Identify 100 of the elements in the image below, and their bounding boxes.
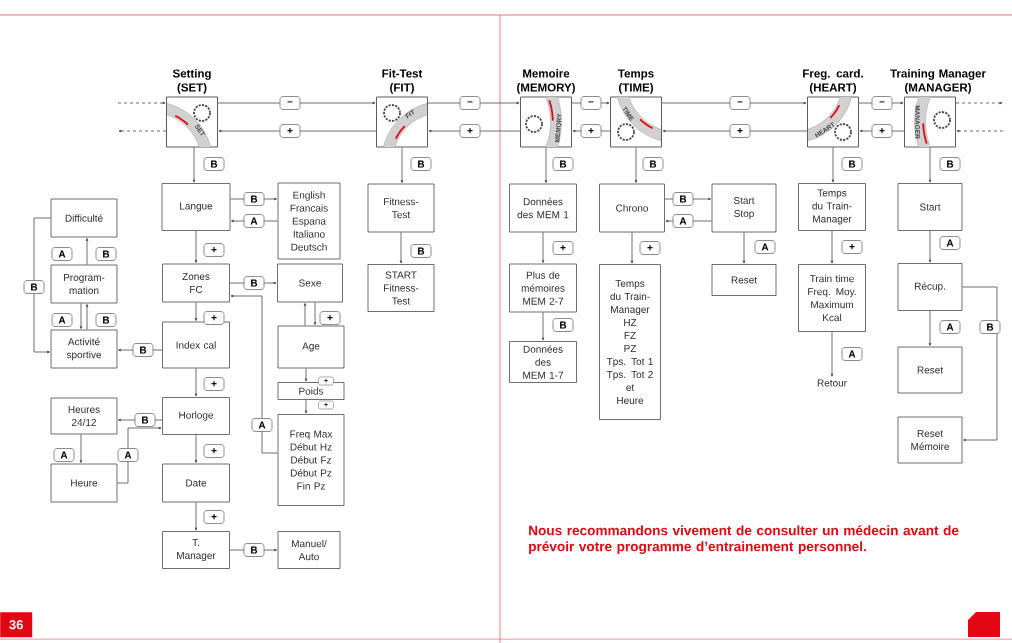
menu-box: Zones FC — [162, 263, 230, 303]
arrow — [231, 219, 278, 223]
arrow — [230, 197, 277, 201]
menu-box: Program- mation — [50, 264, 118, 304]
edge-label: + — [203, 510, 225, 524]
edge-label: B — [203, 157, 225, 171]
edge-label: A — [51, 313, 73, 327]
menu-box: Temps du Train- Manager — [798, 183, 866, 231]
menu-box: Date — [162, 463, 230, 503]
arrow — [303, 303, 307, 326]
arrow — [229, 281, 277, 285]
menu-box: Poids — [277, 382, 345, 400]
menu-box: Start Stop — [711, 183, 777, 233]
menu-box: Manuel/ Auto — [277, 531, 341, 569]
arrow — [218, 129, 377, 133]
edge-label: B — [939, 157, 961, 171]
arrow — [830, 230, 834, 264]
menu-box: Index cal — [162, 321, 230, 369]
edge-label: B — [243, 276, 265, 290]
edge-label: B — [23, 280, 45, 294]
edge-label: B — [841, 157, 863, 171]
arrow — [928, 147, 932, 183]
arrow — [956, 129, 1004, 133]
edge-label: B — [243, 543, 265, 557]
edge-label: A — [53, 448, 75, 462]
arrow — [859, 129, 905, 133]
edge-label: B — [642, 157, 664, 171]
edge-label: + — [203, 243, 225, 257]
menu-box: Horloge — [162, 397, 230, 435]
edge-label: A — [754, 240, 776, 254]
arrow — [79, 434, 83, 463]
arrow — [85, 304, 89, 330]
page-number: 36 — [0, 612, 33, 638]
menu-box: English Francais Espana Italiano Deutsch — [277, 182, 341, 260]
arrow — [400, 147, 404, 183]
menu-box: Fitness- Test — [367, 183, 435, 233]
menu-box: Données des MEM 1-7 — [509, 341, 577, 383]
step-text: Retour — [817, 379, 847, 387]
arrow — [427, 101, 520, 105]
arrow — [831, 147, 835, 183]
edge-label: – — [580, 96, 602, 110]
menu-box: Heure — [50, 463, 118, 503]
arrow — [664, 197, 711, 201]
arrow — [118, 418, 163, 422]
arrow — [85, 238, 89, 265]
arrow — [428, 129, 521, 133]
menu-box: Train time Freq. Moy. Maximum Kcal — [798, 264, 866, 332]
arrow — [399, 232, 403, 264]
edge-label: + — [203, 311, 225, 325]
edge-label: A — [672, 214, 694, 228]
edge-label: B — [132, 343, 154, 357]
edge-label: + — [580, 124, 602, 138]
menu-box: Chrono — [599, 183, 665, 233]
arrow — [634, 147, 638, 183]
edge-label: + — [841, 240, 863, 254]
arrow — [541, 312, 545, 341]
arrow — [313, 302, 317, 325]
arrow — [194, 434, 198, 463]
menu-box: Reset — [897, 346, 963, 394]
arrow — [194, 230, 198, 263]
edge-label: B — [243, 192, 265, 206]
arrow — [230, 294, 278, 454]
menu-box: Reset — [711, 264, 777, 296]
arrow — [665, 219, 712, 223]
arrow — [661, 101, 807, 105]
edge-label: – — [871, 96, 893, 110]
edge-label: B — [410, 244, 432, 258]
arrow — [928, 310, 932, 346]
edge-label: + — [319, 311, 341, 325]
arrow — [742, 232, 746, 264]
menu-box: Données des MEM 1 — [509, 183, 577, 233]
edge-label: B — [672, 192, 694, 206]
edge-label: B — [410, 157, 432, 171]
edge-label: – — [459, 96, 481, 110]
edge-label: + — [203, 444, 225, 458]
arrow — [194, 302, 198, 321]
arrow — [304, 368, 308, 382]
menu-box: Temps du Train- Manager HZ FZ PZ Tps. Tot 1 Tps. Tot 2 et Heure — [599, 264, 661, 420]
edge-label: B — [134, 413, 156, 427]
menu-box: Heures 24/12 — [50, 397, 118, 435]
arrow — [117, 426, 162, 484]
edge-label: + — [729, 124, 751, 138]
edge-label: B — [95, 313, 117, 327]
mode-heading: Fit-Test (FIT) — [382, 69, 423, 94]
arrow — [304, 399, 308, 414]
arrow — [79, 303, 83, 329]
edge-label: B — [552, 157, 574, 171]
edge-label: + — [552, 241, 574, 255]
edge-label: A — [939, 320, 961, 334]
edge-label: B — [552, 318, 574, 332]
arrow — [118, 129, 167, 133]
menu-box: Récup. — [897, 263, 963, 311]
menu-box: Plus de mémoires MEM 2-7 — [509, 263, 577, 313]
menu-box: T. Manager — [162, 531, 230, 569]
edge-label: A — [117, 448, 139, 462]
arrow — [117, 101, 166, 105]
menu-box: Langue — [161, 183, 231, 231]
edge-label: A — [243, 214, 265, 228]
arrow — [541, 232, 545, 263]
edge-label: + — [639, 241, 661, 255]
